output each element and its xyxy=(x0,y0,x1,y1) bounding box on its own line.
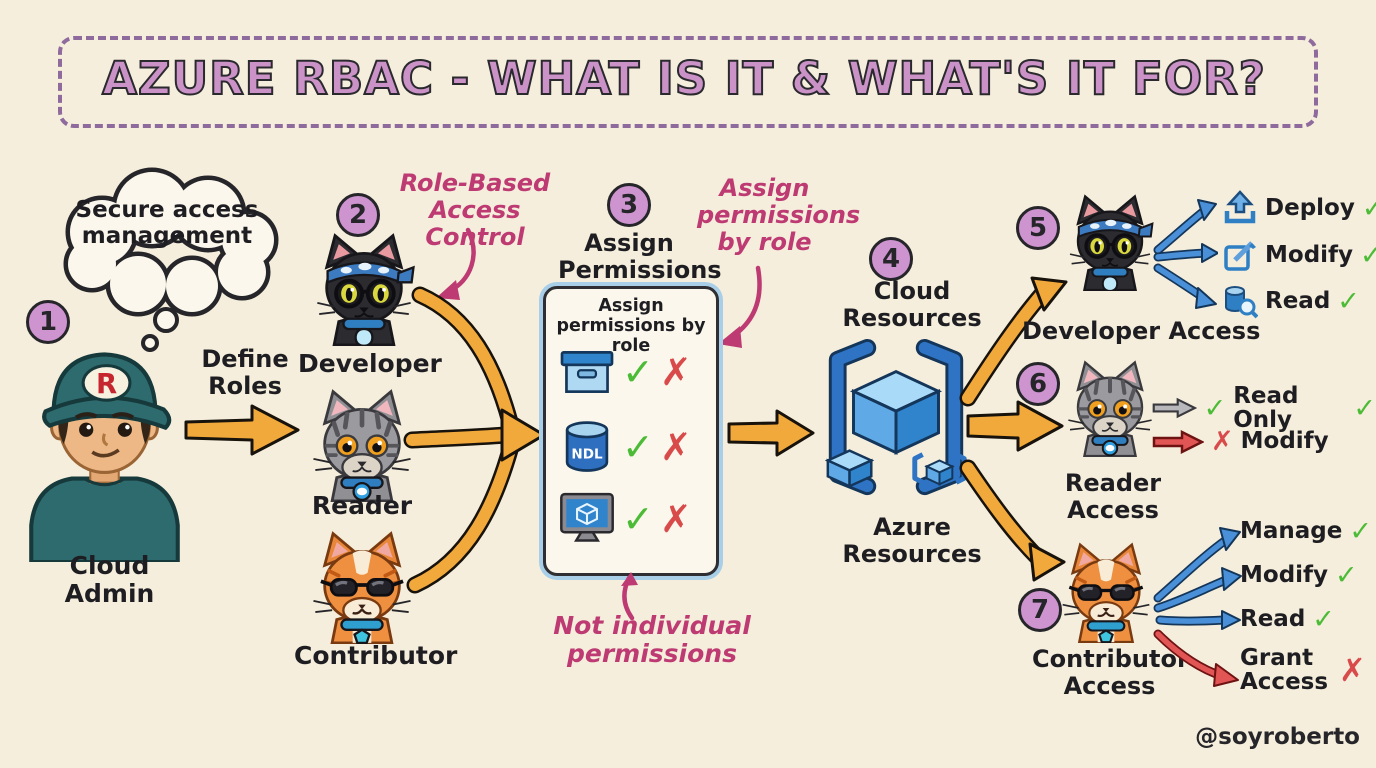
page-title: AZURE RBAC - WHAT IS IT & WHAT'S IT FOR? xyxy=(101,51,1266,106)
arrows-roles-to-panel xyxy=(403,286,546,594)
title-frame xyxy=(58,36,1318,128)
arrow-define-roles xyxy=(184,404,300,456)
permission-row-modify: Modify ✓ xyxy=(1222,237,1376,273)
database-search-icon xyxy=(1225,286,1258,319)
arrows-contributor-permissions xyxy=(1153,527,1242,687)
check-icon: ✓ xyxy=(1337,285,1360,317)
contributor-role-label: Contributor xyxy=(294,641,458,670)
permission-label: Read Only xyxy=(1233,383,1299,434)
rbac-annotation: Role-Based Access Control xyxy=(399,169,551,251)
azure-brackets-cube-icon xyxy=(824,338,967,496)
contributor-access-cat xyxy=(1056,538,1156,643)
check-icon: ✓ xyxy=(1203,392,1227,424)
gray-arrow-icon xyxy=(1152,397,1197,419)
reader-access-cat xyxy=(1062,356,1158,457)
developer-access-label: Developer Access xyxy=(1022,317,1261,345)
define-roles-label: Define Roles xyxy=(201,345,289,400)
cross-icon: ✗ xyxy=(659,497,692,541)
permission-label: Read xyxy=(1240,606,1306,633)
edit-icon xyxy=(1224,241,1256,271)
step-badge-1: 1 xyxy=(26,300,70,344)
note-by-role-arrow xyxy=(718,265,762,348)
permission-row-modify: Modify ✓ xyxy=(1240,562,1358,589)
step-badge-2: 2 xyxy=(336,193,380,237)
database-label: NDL xyxy=(571,447,603,463)
deploy-icon xyxy=(1224,190,1256,224)
permission-row-read: Read ✓ xyxy=(1222,283,1360,319)
check-icon: ✓ xyxy=(1349,516,1372,547)
contributor-access-label: Contributor Access xyxy=(1032,645,1189,700)
developer-access-cat xyxy=(1062,190,1158,291)
panel-row-storage: ✓ ✗ xyxy=(558,347,692,397)
cloud-admin-avatar: R xyxy=(29,352,180,562)
permission-row-grant-access: Grant Access ✗ xyxy=(1240,646,1366,694)
red-arrow-icon xyxy=(1152,429,1204,454)
check-icon: ✓ xyxy=(1335,560,1358,591)
cross-icon: ✗ xyxy=(1211,426,1234,457)
permission-label: Modify xyxy=(1240,428,1329,455)
panel-row-database: NDL ✓ ✗ xyxy=(558,419,692,475)
arrows-resources-to-access xyxy=(959,276,1068,582)
cloud-admin-label: Cloud Admin xyxy=(64,551,155,608)
check-icon: ✓ xyxy=(1360,239,1376,271)
permission-label: Read xyxy=(1265,287,1331,314)
azure-resources-caption: Azure Resources xyxy=(842,513,982,568)
step-badge-5: 5 xyxy=(1016,206,1060,250)
check-icon: ✓ xyxy=(622,425,654,469)
permissions-panel: Assign permissions by role ✓ ✗ NDL ✓ ✗ xyxy=(543,286,719,576)
database-cylinder-icon: NDL xyxy=(565,421,609,472)
check-icon: ✓ xyxy=(1312,604,1335,635)
step-badge-3: 3 xyxy=(607,183,651,227)
check-icon: ✓ xyxy=(1353,392,1376,424)
step-badge-4: 4 xyxy=(869,237,913,281)
cap-letter: R xyxy=(96,369,117,400)
check-icon: ✓ xyxy=(622,350,654,394)
note-individual: Not individual permissions xyxy=(553,611,751,668)
panel-title: Assign permissions by role xyxy=(556,296,706,357)
check-icon: ✓ xyxy=(1361,192,1376,224)
cross-icon: ✗ xyxy=(1339,651,1366,690)
arrows-developer-permissions xyxy=(1153,199,1218,309)
developer-role-label: Developer xyxy=(298,349,442,378)
check-icon: ✓ xyxy=(622,497,654,541)
thought-bubble xyxy=(63,167,279,352)
thought-text: Secure access management xyxy=(75,197,259,249)
monitor-cube-icon xyxy=(560,492,614,542)
permission-label: Modify xyxy=(1240,562,1329,589)
step-badge-7: 7 xyxy=(1018,588,1062,632)
cross-icon: ✗ xyxy=(659,425,692,469)
reader-access-label: Reader Access xyxy=(1064,469,1162,524)
permission-row-read-only: ✓ Read Only ✓ xyxy=(1152,384,1376,432)
rbac-annotation-arrow xyxy=(436,227,476,300)
permission-row-manage: Manage ✓ xyxy=(1240,518,1372,545)
permission-label: Grant Access xyxy=(1240,645,1329,696)
reader-role-label: Reader xyxy=(311,491,413,520)
permission-label: Deploy xyxy=(1265,194,1355,221)
permission-label: Manage xyxy=(1240,518,1343,545)
permission-row-read: Read ✓ xyxy=(1240,606,1335,633)
permission-label: Modify xyxy=(1265,241,1354,268)
note-by-role: Assign permissions by role xyxy=(697,174,861,256)
storage-box-icon xyxy=(560,351,614,393)
cloud-resources-heading: Cloud Resources xyxy=(842,277,982,332)
step-badge-6: 6 xyxy=(1016,362,1060,406)
cross-icon: ✗ xyxy=(659,350,692,394)
permission-row-no-modify: ✗ Modify xyxy=(1152,428,1329,455)
panel-row-compute: ✓ ✗ xyxy=(558,491,692,547)
note-individual-arrow xyxy=(621,572,638,620)
watermark: @soyroberto xyxy=(1195,724,1360,750)
permission-row-deploy: Deploy ✓ xyxy=(1222,190,1376,226)
assign-permissions-heading: Assign Permissions xyxy=(558,229,722,284)
arrow-panel-to-resources xyxy=(727,409,815,457)
